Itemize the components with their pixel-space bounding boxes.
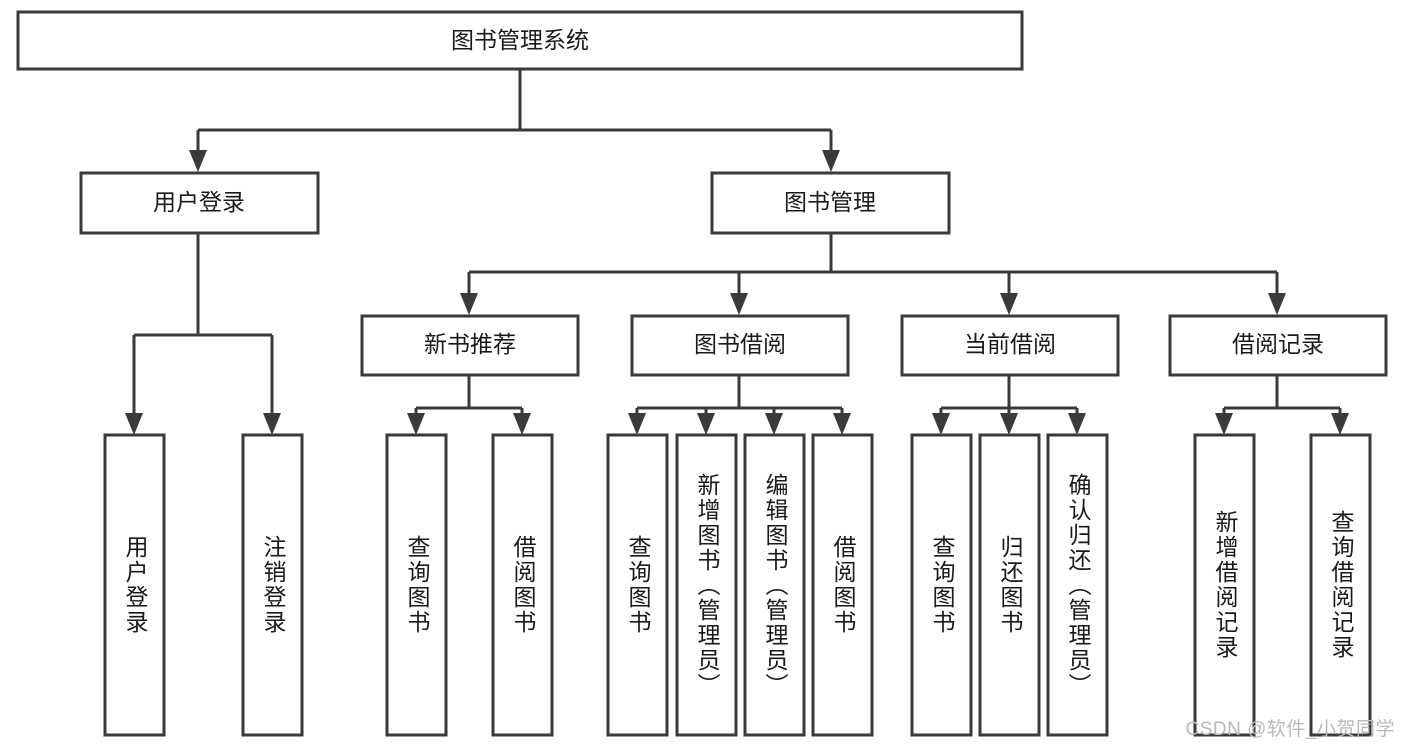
node-book-borrow-label: 图书借阅 bbox=[694, 331, 786, 357]
node-book-borrow[interactable]: 图书借阅 bbox=[630, 314, 850, 377]
connector-bookmanage-to-level3 bbox=[460, 233, 1286, 315]
node-book-manage[interactable]: 图书管理 bbox=[710, 171, 951, 235]
node-book-manage-label: 图书管理 bbox=[784, 189, 876, 215]
node-leaf-borrow-lend[interactable] bbox=[811, 433, 874, 737]
node-leaf-cur-confirm[interactable] bbox=[1046, 433, 1109, 737]
connector-newbookrec-to-leaves bbox=[407, 376, 531, 435]
node-borrow-record[interactable]: 借阅记录 bbox=[1168, 314, 1388, 377]
node-new-book-rec-label: 新书推荐 bbox=[424, 331, 516, 357]
connector-bookborrow-to-leaves bbox=[628, 376, 851, 435]
node-leaf-borrow-query[interactable] bbox=[606, 433, 669, 737]
connector-currentborrow-to-leaves bbox=[932, 376, 1086, 435]
node-user-login-label: 用户登录 bbox=[153, 189, 245, 215]
connector-root-to-level2 bbox=[189, 69, 840, 172]
node-leaf-rec-query[interactable] bbox=[385, 433, 448, 737]
node-user-login[interactable]: 用户登录 bbox=[79, 171, 320, 235]
node-leaf-cur-return[interactable] bbox=[978, 433, 1041, 737]
node-leaf-rec-add[interactable] bbox=[1193, 433, 1256, 737]
node-leaf-cur-query[interactable] bbox=[910, 433, 973, 737]
node-leaf-borrow-add[interactable] bbox=[675, 433, 738, 737]
node-root-label: 图书管理系统 bbox=[451, 27, 589, 53]
node-root[interactable]: 图书管理系统 bbox=[16, 10, 1024, 71]
csdn-watermark: CSDN @软件_小贺同学 bbox=[1185, 719, 1395, 740]
connector-borrowrecord-to-leaves bbox=[1215, 376, 1349, 435]
node-leaf-user-logout[interactable] bbox=[241, 433, 304, 737]
node-current-borrow-label: 当前借阅 bbox=[964, 331, 1056, 357]
node-current-borrow[interactable]: 当前借阅 bbox=[900, 314, 1120, 377]
node-leaf-rec-query2[interactable] bbox=[1309, 433, 1372, 737]
connector-userlogin-to-leaves bbox=[125, 233, 281, 435]
node-leaf-user-login[interactable] bbox=[103, 433, 166, 737]
node-leaf-borrow-edit[interactable] bbox=[743, 433, 806, 737]
node-new-book-rec[interactable]: 新书推荐 bbox=[360, 314, 580, 377]
node-leaf-rec-borrow[interactable] bbox=[491, 433, 554, 737]
node-borrow-record-label: 借阅记录 bbox=[1232, 331, 1324, 357]
